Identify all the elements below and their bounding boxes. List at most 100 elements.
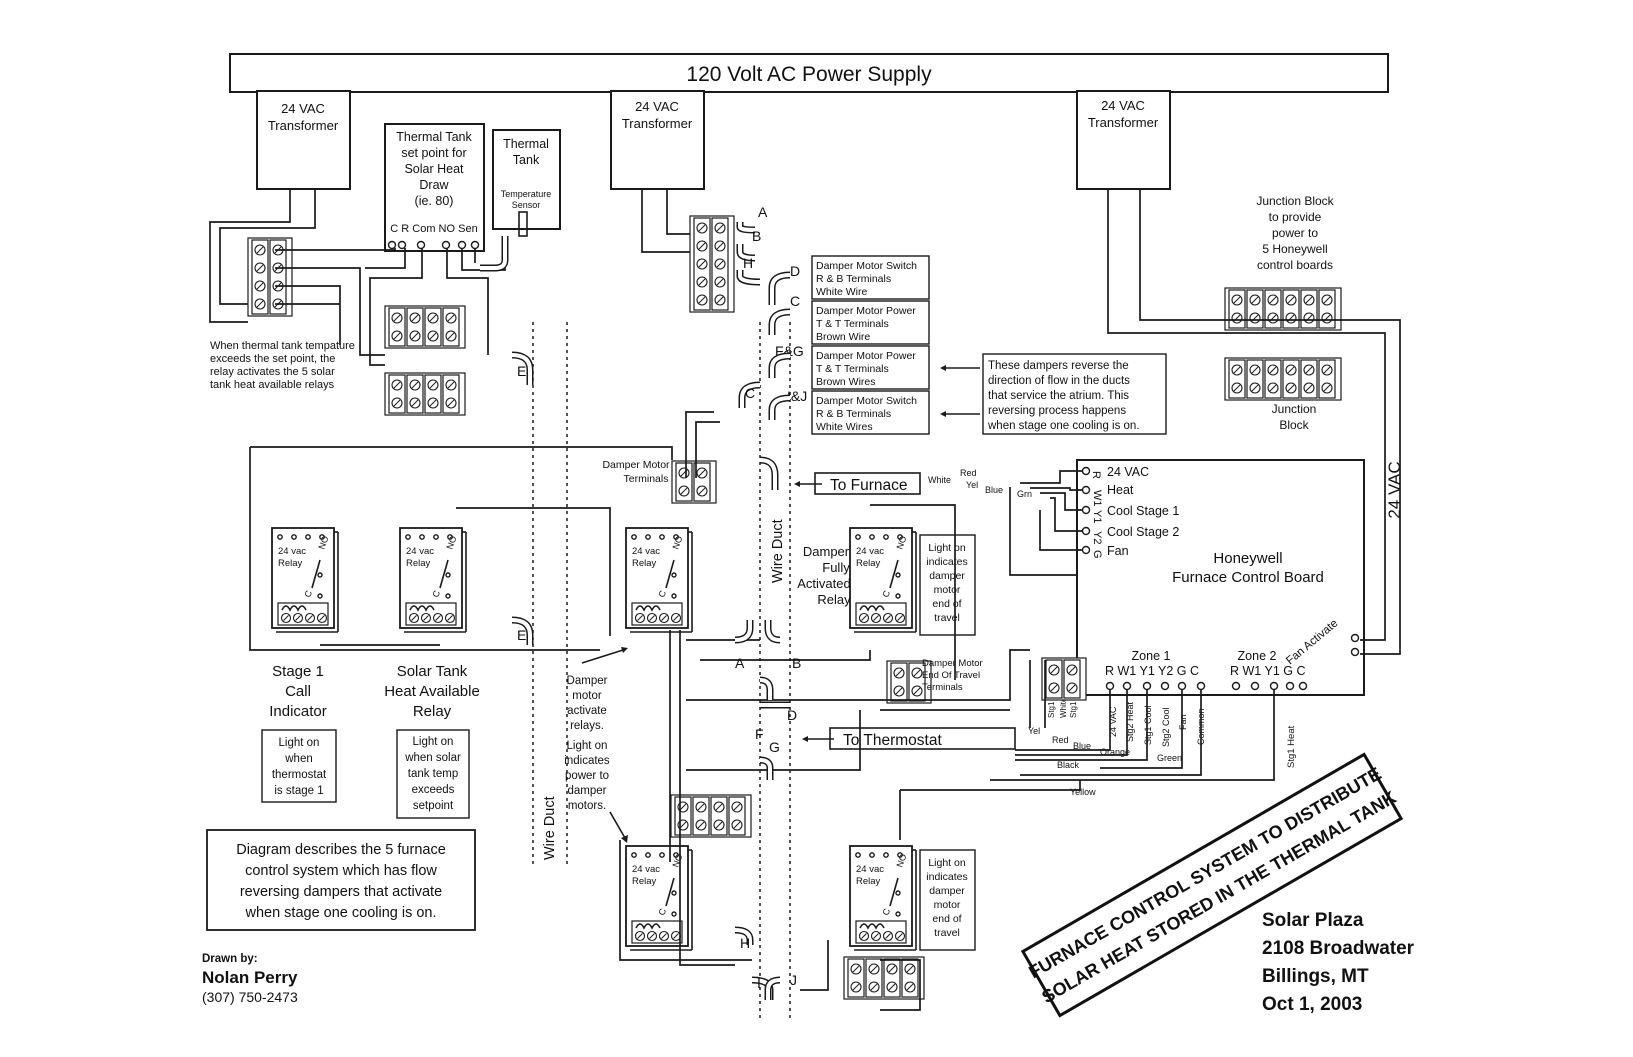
svg-text:Brown Wire: Brown Wire (816, 331, 870, 343)
duct-connector (734, 926, 754, 945)
svg-text:White: White (1059, 697, 1068, 718)
svg-text:White Wire: White Wire (816, 286, 867, 298)
svg-text:Cool Stage 2: Cool Stage 2 (1107, 525, 1179, 539)
lower-terminal-block (843, 956, 925, 1000)
svg-text:relays.: relays. (570, 720, 604, 732)
svg-text:Fan: Fan (1178, 714, 1188, 730)
svg-text:(ie. 80): (ie. 80) (415, 194, 454, 208)
svg-text:Relay: Relay (413, 703, 452, 720)
damper-motor-terminals-label: Damper Motor (602, 459, 670, 471)
svg-text:C: C (656, 589, 668, 599)
svg-text:Stg2 Cool: Stg2 Cool (1161, 707, 1171, 747)
svg-text:NO: NO (894, 853, 908, 869)
power-supply-label: 120 Volt AC Power Supply (686, 63, 932, 86)
svg-text:C: C (745, 385, 755, 401)
svg-text:To Thermostat: To Thermostat (843, 732, 942, 749)
svg-text:E: E (517, 627, 526, 643)
svg-text:Relay: Relay (856, 558, 881, 569)
svg-text:Stg1 Heat: Stg1 Heat (1286, 725, 1297, 768)
svg-text:Damper Motor Power: Damper Motor Power (816, 305, 916, 317)
svg-text:C: C (880, 907, 892, 917)
terminal-blocks (247, 215, 1342, 1000)
svg-text:Relay: Relay (278, 558, 303, 569)
svg-text:Stg2 Heat: Stg2 Heat (1125, 701, 1135, 742)
svg-text:Fan: Fan (1107, 544, 1129, 558)
svg-text:Y2: Y2 (1091, 531, 1103, 544)
svg-text:H: H (743, 255, 753, 271)
description-box: Diagram describes the 5 furnace control … (206, 829, 476, 931)
svg-text:T & T Terminals: T & T Terminals (816, 318, 889, 330)
svg-text:tank temp: tank temp (408, 768, 459, 780)
svg-text:R & B Terminals: R & B Terminals (816, 408, 891, 420)
svg-text:thermostat: thermostat (272, 769, 327, 781)
svg-text:power to: power to (1272, 226, 1318, 240)
svg-text:White Wires: White Wires (816, 421, 873, 433)
svg-text:NO: NO (894, 535, 908, 551)
duct-connector (768, 352, 791, 378)
svg-text:T & T Terminals: T & T Terminals (816, 363, 889, 375)
svg-text:5 Honeywell: 5 Honeywell (1262, 242, 1327, 256)
duct-connector (759, 456, 779, 490)
svg-text:set point for: set point for (401, 146, 466, 160)
svg-text:24 VAC: 24 VAC (1107, 465, 1149, 479)
duct-connector (736, 244, 756, 262)
svg-text:W1: W1 (1091, 490, 1103, 507)
svg-text:Oct 1, 2003: Oct 1, 2003 (1262, 994, 1362, 1015)
svg-text:when solar: when solar (404, 752, 461, 764)
svg-text:power to: power to (565, 770, 609, 782)
svg-text:24 vac: 24 vac (632, 864, 660, 875)
damper-relay-terminal-block (670, 794, 752, 838)
svg-text:Fully: Fully (822, 560, 850, 575)
svg-text:damper: damper (929, 570, 965, 582)
svg-text:To Furnace: To Furnace (830, 477, 908, 494)
svg-text:NO: NO (316, 535, 330, 551)
svg-text:D: D (787, 707, 797, 723)
to-thermostat-cable: To Thermostat (802, 727, 1016, 750)
svg-text:H: H (740, 935, 750, 951)
svg-text:Solar Heat: Solar Heat (404, 162, 464, 176)
svg-text:exceeds: exceeds (412, 784, 455, 796)
wire-duct-label-right: Wire Duct (770, 519, 786, 583)
svg-text:NO: NO (670, 535, 684, 551)
svg-text:C: C (656, 907, 668, 917)
power-supply-bar: 120 Volt AC Power Supply (229, 53, 1389, 93)
svg-text:Damper Motor Switch: Damper Motor Switch (816, 260, 917, 272)
wire-color-labels: Red White Yel Blue Grn Yel Red Blue Oran… (928, 468, 1182, 797)
svg-text:I&J: I&J (787, 388, 807, 404)
svg-text:G: G (769, 739, 780, 755)
svg-text:end of: end of (932, 598, 961, 610)
svg-text:control system which has flow: control system which has flow (245, 863, 437, 879)
svg-text:NO: NO (444, 535, 458, 551)
stage1-light-box: Light on when thermostat is stage 1 (261, 729, 337, 803)
svg-text:C: C (302, 589, 314, 599)
svg-text:24 vac: 24 vac (406, 546, 434, 557)
temperature-sensor-label: Temperature (501, 189, 552, 199)
duct-connector (768, 271, 791, 305)
svg-text:Black: Black (1057, 760, 1080, 770)
svg-text:R: R (1090, 471, 1102, 479)
terminal-block-relay-lower (384, 372, 466, 416)
svg-text:Stg1 Cool: Stg1 Cool (1143, 705, 1153, 745)
svg-text:Heat Available: Heat Available (384, 683, 480, 700)
duct-connector (734, 620, 754, 644)
svg-text:C: C (430, 589, 442, 599)
damper-label-ij: Damper Motor Switch R & B Terminals Whit… (787, 388, 930, 435)
svg-text:End Of Travel: End Of Travel (922, 670, 980, 681)
svg-text:Drawn by:: Drawn by: (202, 953, 258, 965)
svg-text:motor: motor (572, 690, 602, 702)
svg-text:When thermal tank tempature: When thermal tank tempature (210, 340, 355, 352)
svg-text:Yel: Yel (966, 480, 978, 490)
damper-motor-terminal-block (671, 460, 717, 504)
svg-text:White: White (928, 475, 951, 485)
svg-text:travel: travel (934, 927, 960, 939)
svg-text:Brown Wires: Brown Wires (816, 376, 876, 388)
to-furnace-cable: To Furnace (794, 472, 921, 495)
svg-text:NO: NO (670, 853, 684, 869)
junction-block-top (1224, 287, 1342, 331)
address-block: Solar Plaza 2108 Broadwater Billings, MT… (1262, 910, 1415, 1015)
